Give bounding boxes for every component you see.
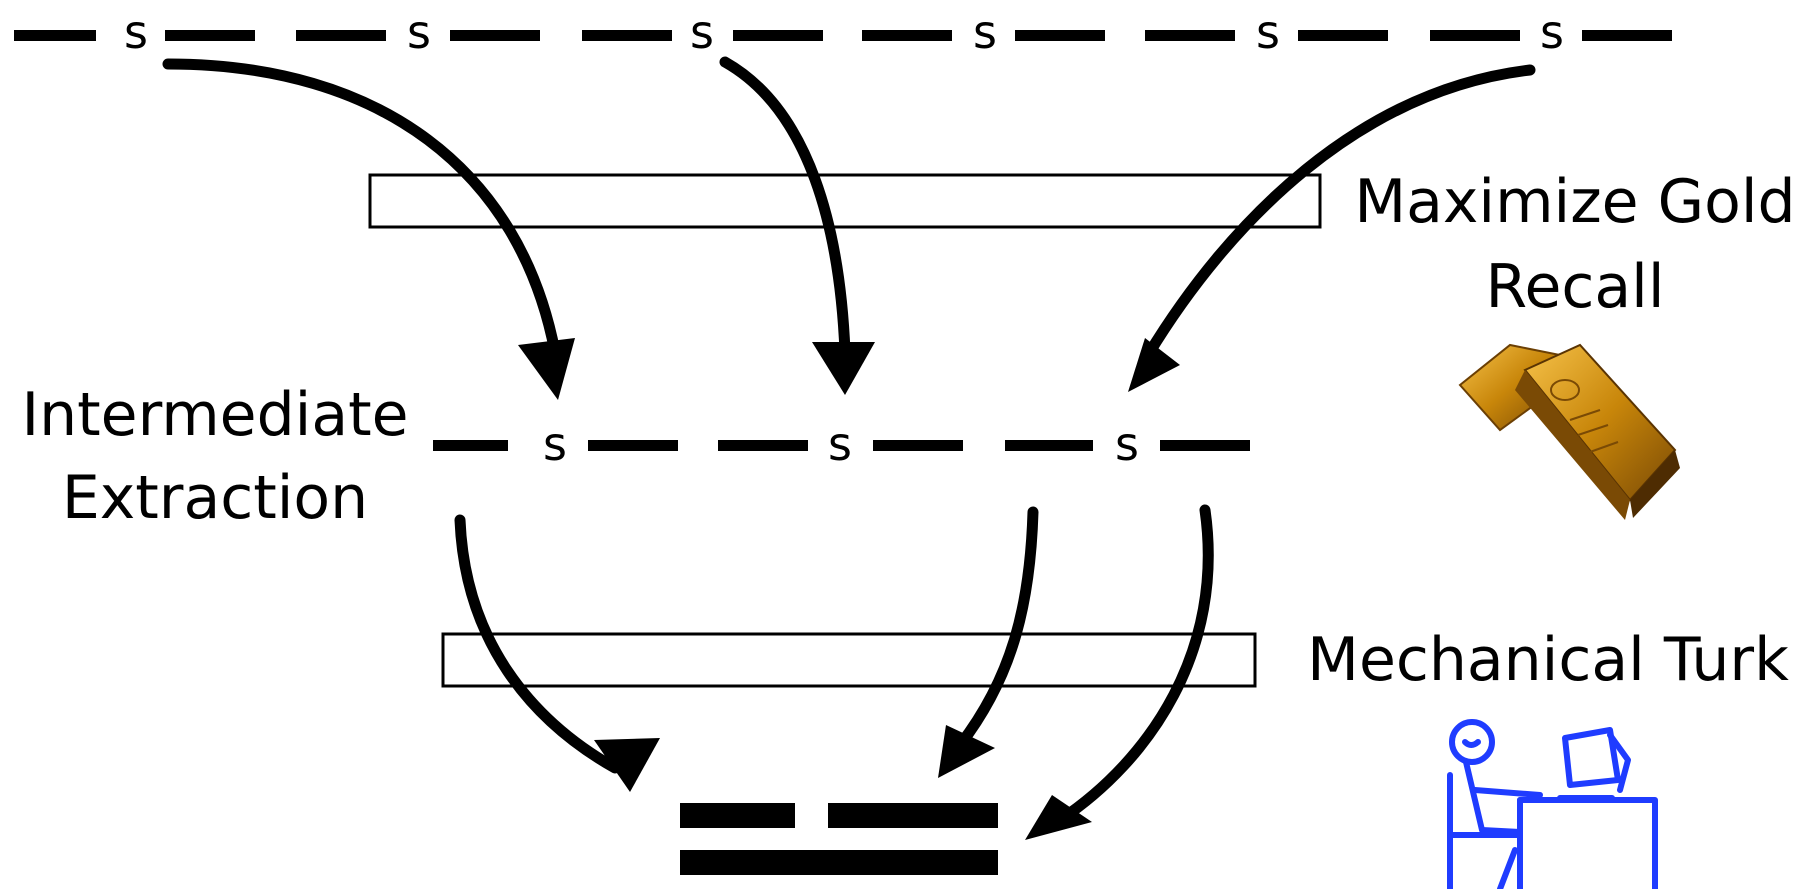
- arrowhead: [518, 338, 575, 400]
- arrow-curve: [162, 58, 561, 358]
- top-sentence-row: [14, 30, 1672, 41]
- final-output-bars: [680, 803, 998, 875]
- output-bar: [680, 850, 998, 875]
- middle-sentence-row: [433, 440, 1250, 451]
- arrow-curve: [454, 514, 621, 774]
- middle-dash: [1005, 440, 1093, 451]
- top-marker-3: s: [690, 5, 714, 59]
- top-dash: [582, 30, 672, 41]
- top-marker-1: s: [124, 5, 148, 59]
- middle-dash: [873, 440, 963, 451]
- middle-marker-2: s: [828, 417, 852, 471]
- arrowhead: [1025, 795, 1092, 840]
- arrow-curve: [1142, 64, 1536, 361]
- gold-recall-filter-box: [368, 173, 1322, 229]
- top-marker-5: s: [1256, 5, 1280, 59]
- top-to-middle-arrowheads: [518, 338, 1180, 400]
- top-dash: [165, 30, 255, 41]
- gold-bars-icon: [1458, 343, 1680, 520]
- middle-marker-3: s: [1115, 417, 1139, 471]
- top-dash: [296, 30, 386, 41]
- gold-recall-label-line1: Maximize Gold: [1354, 167, 1795, 237]
- arrow-curve: [719, 56, 851, 358]
- top-dash: [1298, 30, 1388, 41]
- output-bar: [828, 803, 998, 828]
- top-marker-2: s: [407, 5, 431, 59]
- arrowhead: [938, 725, 995, 778]
- middle-dash: [718, 440, 808, 451]
- top-dash: [733, 30, 823, 41]
- top-markers: s s s s s s: [124, 5, 1564, 59]
- arrow-curve: [1054, 504, 1214, 826]
- intermediate-label-line1: Intermediate: [21, 380, 408, 450]
- mechanical-turk-filter-box: [441, 632, 1257, 688]
- middle-dash: [433, 440, 508, 451]
- arrowhead: [1128, 338, 1180, 392]
- intermediate-label-line2: Extraction: [62, 463, 368, 533]
- arrowhead: [812, 342, 875, 395]
- top-dash: [1430, 30, 1520, 41]
- top-dash: [1015, 30, 1105, 41]
- top-dash: [450, 30, 540, 41]
- gold-recall-label-line2: Recall: [1485, 252, 1664, 322]
- middle-markers: s s s: [543, 417, 1139, 471]
- middle-dash: [1160, 440, 1250, 451]
- middle-to-bottom-arrowheads: [594, 725, 1092, 840]
- mechanical-turk-label: Mechanical Turk: [1307, 625, 1789, 695]
- middle-dash: [588, 440, 678, 451]
- top-dash: [1582, 30, 1672, 41]
- top-dash: [1145, 30, 1235, 41]
- top-dash: [862, 30, 952, 41]
- top-to-middle-arrows: [162, 56, 1536, 361]
- person-at-computer-icon: [1447, 719, 1658, 889]
- top-marker-6: s: [1540, 5, 1564, 59]
- arrowhead: [594, 738, 660, 792]
- middle-marker-1: s: [543, 417, 567, 471]
- top-dash: [14, 30, 96, 41]
- output-bar: [680, 803, 795, 828]
- middle-to-bottom-arrows: [454, 504, 1214, 826]
- top-marker-4: s: [973, 5, 997, 59]
- arrow-curve: [954, 506, 1039, 751]
